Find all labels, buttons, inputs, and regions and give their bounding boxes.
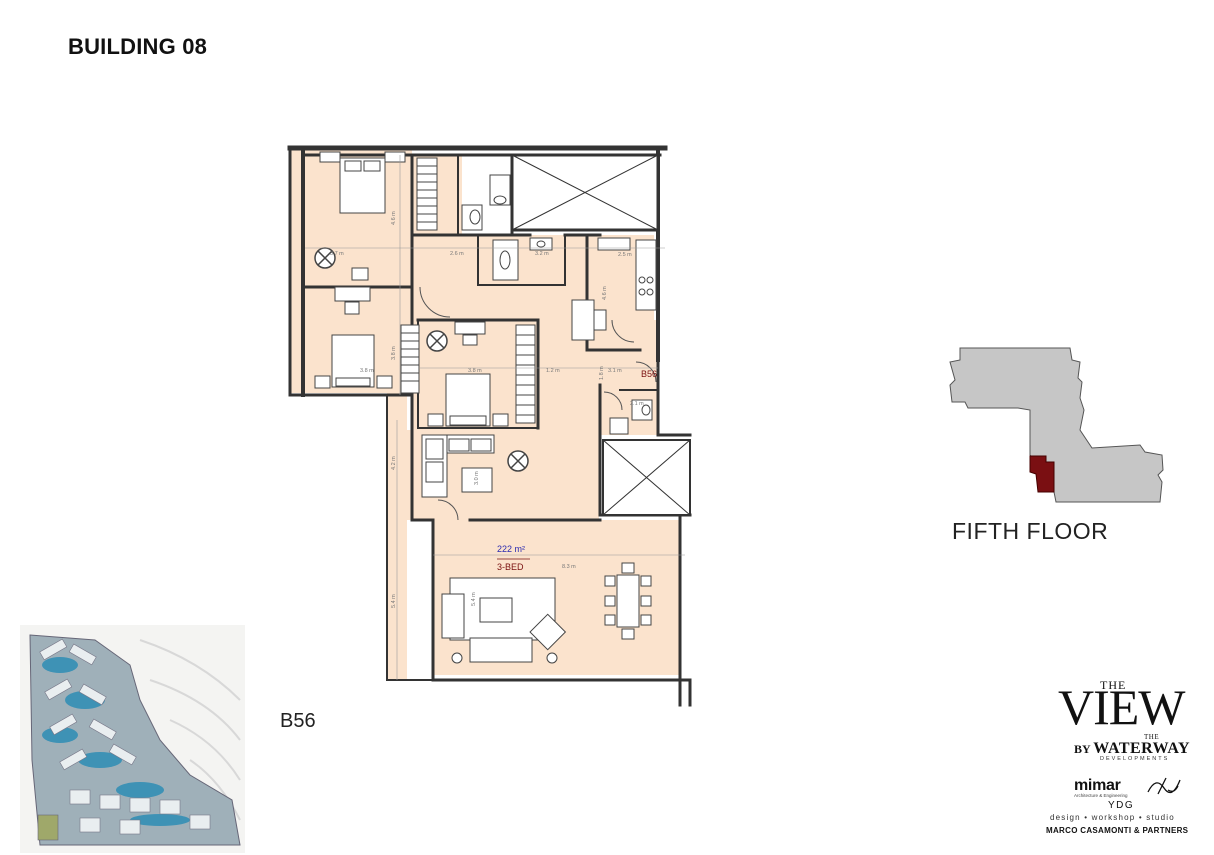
kitchen-stove-icon [571,237,657,341]
lamp-icon [314,247,529,472]
svg-text:4.6 m: 4.6 m [602,286,608,300]
svg-text:5.4 m: 5.4 m [471,592,477,606]
svg-text:5.4 m: 5.4 m [391,594,397,608]
svg-text:2.6 m: 2.6 m [450,251,464,257]
sofa-icon [421,434,495,498]
building-footprint [949,347,1164,503]
unit-code: B56 [280,710,316,732]
svg-text:4.6 m: 4.6 m [391,211,397,225]
logo-dws: design • workshop • studio [1050,813,1175,822]
svg-text:2.5 m: 2.5 m [618,252,632,258]
svg-text:3.7 m: 3.7 m [330,251,344,257]
living-sofa-icon [441,577,567,664]
plan-type: 3-BED [497,562,524,572]
logo-by: BY [1074,742,1091,756]
dimension-labels: 3.7 m 2.6 m 3.2 m 2.5 m 3.8 m 3.8 m 1.2 … [330,211,644,608]
ydg-signature-icon [1147,777,1181,795]
floor-keyplan [949,347,1164,503]
logo-by-waterway: BY WATERWAY [1074,740,1190,758]
svg-text:8.3 m: 8.3 m [562,564,576,570]
svg-text:1.8 m: 1.8 m [599,366,605,380]
svg-text:3.1 m: 3.1 m [608,368,622,374]
svg-text:4.2 m: 4.2 m [391,456,397,470]
desk-icon [334,267,486,346]
logo-mimar-sub: Architecture & Engineering [1074,793,1128,798]
floor-plan: 3.7 m 2.6 m 3.2 m 2.5 m 3.8 m 3.8 m 1.2 … [287,145,692,707]
logo-ydg: YDG [1108,800,1135,811]
logo-mimar: mimar [1074,777,1121,794]
floor-label: FIFTH FLOOR [952,518,1109,544]
logo-the-tiny: THE [1144,733,1160,741]
svg-text:3.0 m: 3.0 m [474,471,480,485]
svg-text:1.2 m: 1.2 m [546,368,560,374]
bed-icon [314,151,509,427]
wardrobe-icon [400,157,536,424]
logo-waterway: WATERWAY [1093,740,1191,757]
developer-logos: THE VIEW THE BY WATERWAY DEVELOPMENTS mi… [1030,676,1200,841]
logo-the-small: THE [1100,678,1127,692]
door-swing [419,286,657,521]
svg-text:3.8 m: 3.8 m [468,368,482,374]
unit-highlight [1029,455,1055,493]
dining-table-icon [604,562,652,640]
svg-text:3.8 m: 3.8 m [360,368,374,374]
plan-area: 222 m² [497,544,525,554]
svg-text:3.8 m: 3.8 m [391,346,397,360]
site-plan-thumbnail [20,625,245,853]
building-title: BUILDING 08 [68,34,208,59]
logo-view: VIEW [1058,679,1185,735]
dimension-lines [305,155,685,680]
logo-marco-casamonti: MARCO CASAMONTI & PARTNERS [1046,826,1189,835]
logo-developments: DEVELOPMENTS [1100,756,1170,762]
svg-text:2.1 m: 2.1 m [630,401,644,407]
shaft-icon [510,153,691,516]
svg-text:3.2 m: 3.2 m [535,251,549,257]
toilet-icon [461,174,653,435]
plan-unit-tag: B56 [641,369,657,379]
